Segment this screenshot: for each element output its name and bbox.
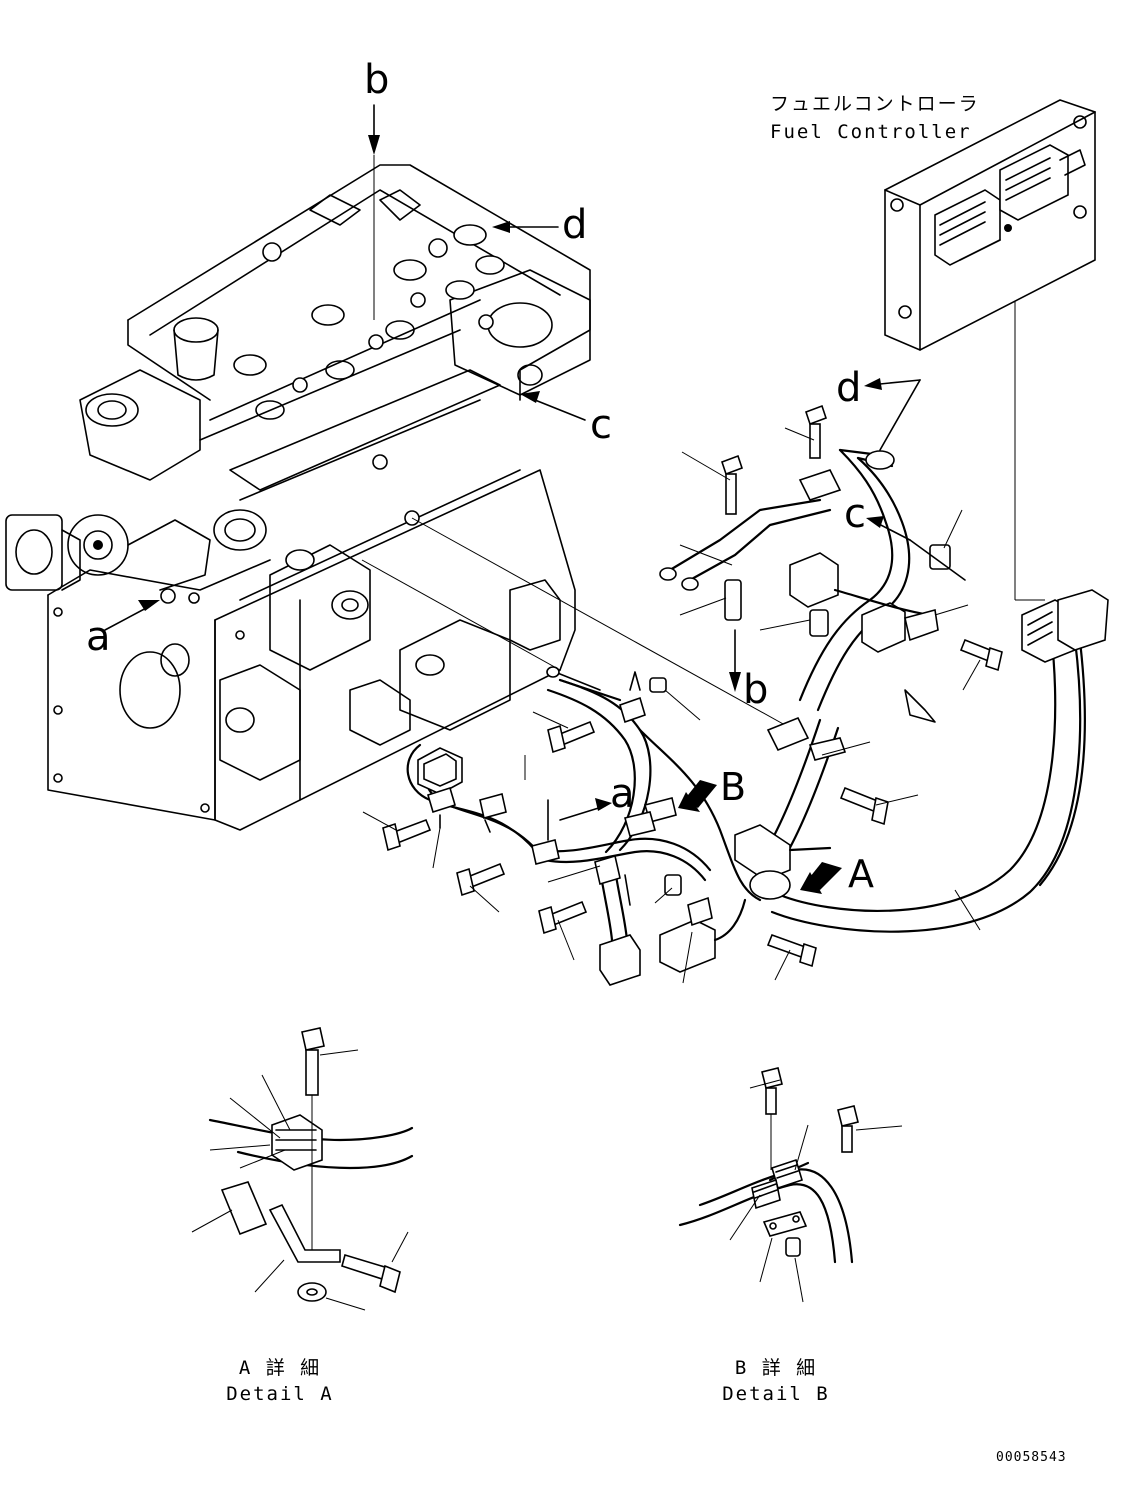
- harness-callout-arrows: [559, 378, 966, 894]
- callout-c-harness: c: [844, 491, 866, 537]
- view-b-marker: B: [720, 765, 747, 809]
- view-a-marker: A: [848, 852, 874, 896]
- callout-b-top: b: [364, 57, 390, 103]
- fuel-controller-label-jp: フュエルコントローラ: [770, 93, 980, 115]
- fuel-controller: [884, 99, 1096, 351]
- callout-d-top: d: [562, 202, 588, 248]
- harness-hardware: [382, 404, 1003, 1257]
- wiring-harness: [406, 448, 1109, 986]
- callout-a-engine: a: [86, 614, 111, 660]
- callout-a-harness: a: [610, 771, 635, 817]
- injector-row: [233, 224, 505, 420]
- detail-b-title-jp: B 詳 細: [734, 1357, 818, 1379]
- callout-d-harness: d: [836, 365, 862, 411]
- engine-assembly: [5, 164, 591, 831]
- engine-callout-arrows: [104, 104, 586, 631]
- detail-b-drawing: [678, 1067, 903, 1303]
- detail-a-drawing: [191, 1027, 414, 1311]
- detail-a-title-en: Detail A: [226, 1383, 334, 1405]
- detail-a-title-jp: A 詳 細: [238, 1357, 322, 1379]
- detail-b-title-en: Detail B: [722, 1383, 830, 1405]
- callout-c-engine: c: [590, 402, 612, 448]
- drawing-number: 00058543: [996, 1450, 1067, 1465]
- part-leader-lines: [362, 427, 981, 984]
- callout-b-harness: b: [743, 667, 769, 713]
- fuel-controller-label-en: Fuel Controller: [770, 121, 972, 143]
